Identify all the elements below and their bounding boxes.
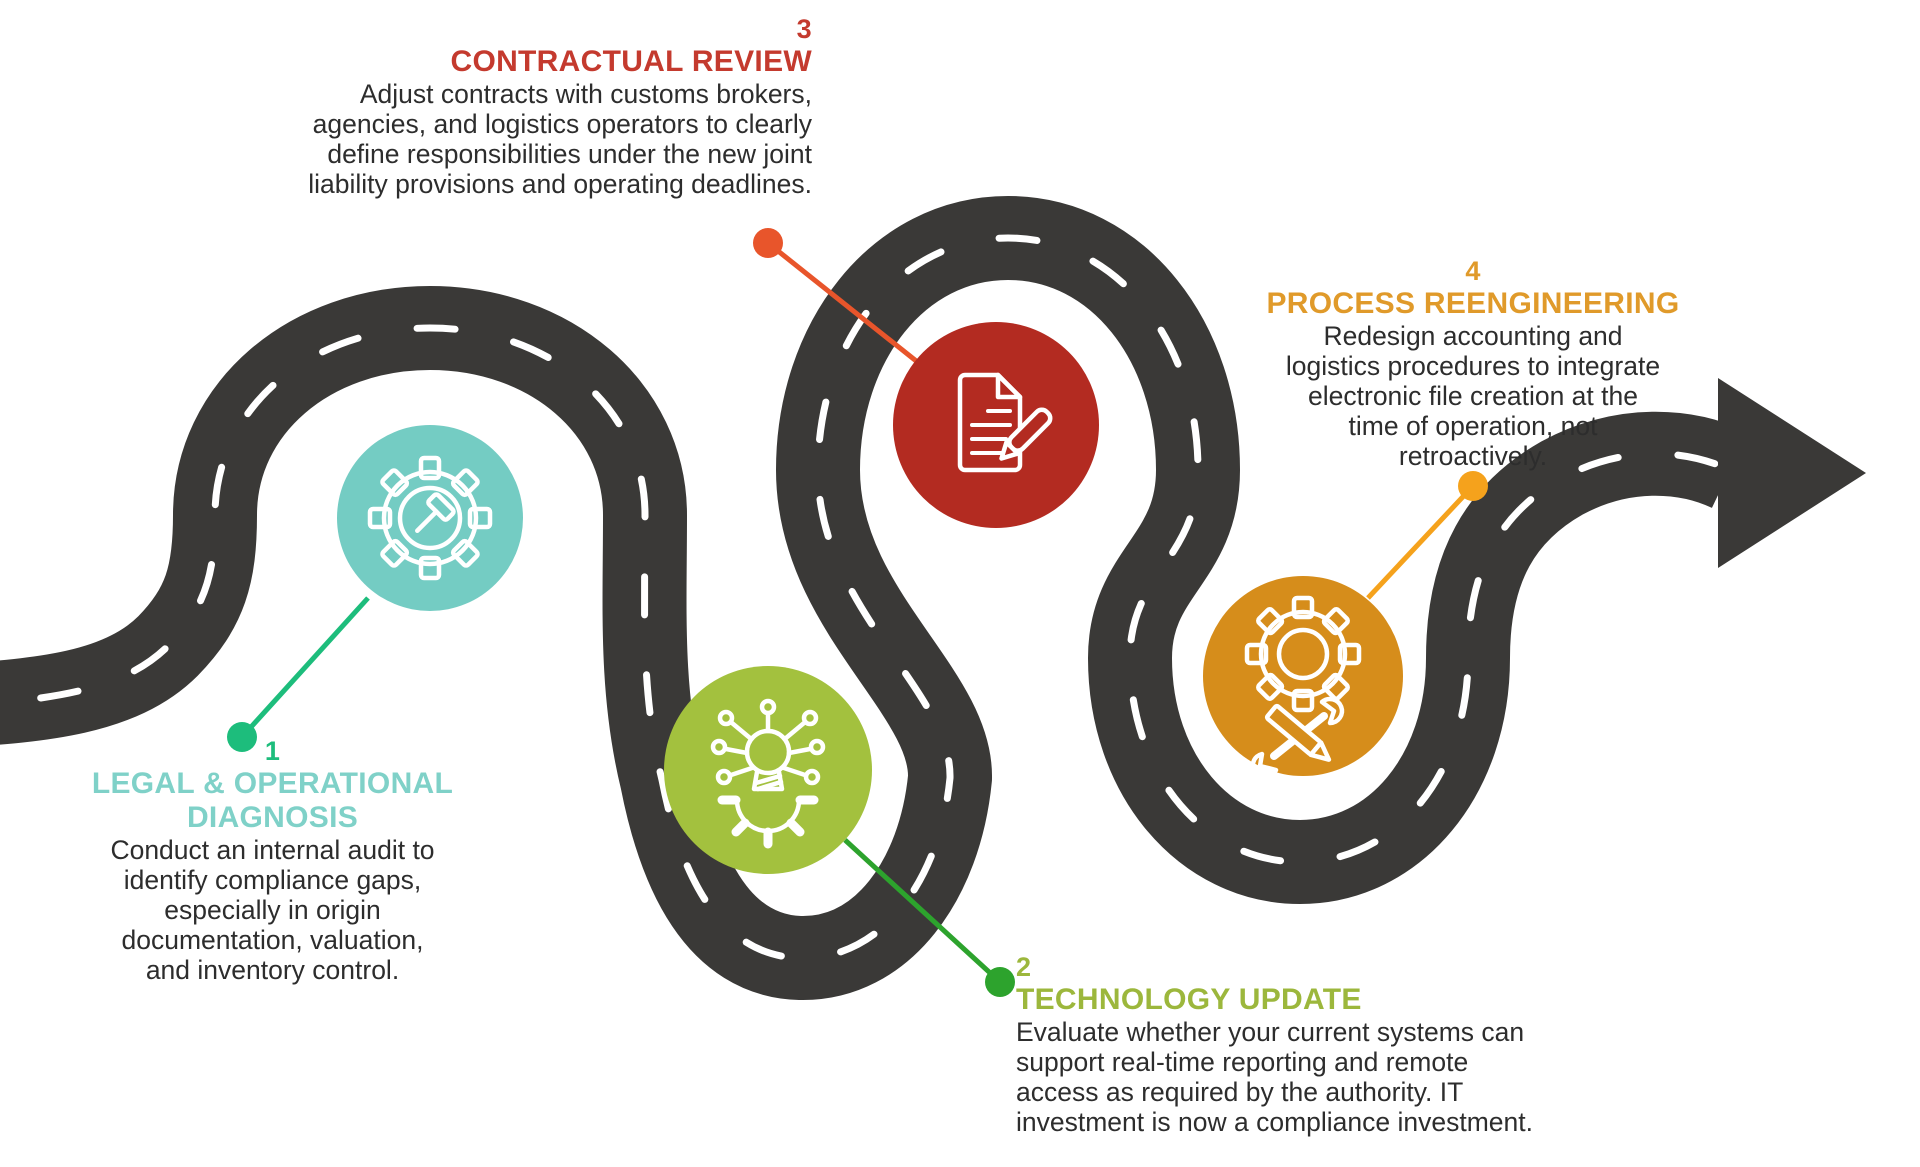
gear-gavel-icon [367,455,493,581]
step4-description: Redesign accounting and logistics proced… [1285,321,1661,471]
step3-text-block: 3 CONTRACTUAL REVIEW Adjust contracts wi… [152,14,812,199]
gear-ring [381,469,479,567]
pencil-glyph [1264,703,1332,762]
step3-description: Adjust contracts with customs brokers, a… [308,79,812,199]
road-arrowhead-icon [1718,378,1866,568]
step1-connector [227,596,370,752]
step3-title: CONTRACTUAL REVIEW [450,45,812,78]
step3-number: 3 [796,14,812,44]
step1-description: Conduct an internal audit to identify co… [110,835,435,985]
circuit-branches [710,698,826,786]
step3-milestone [893,322,1099,528]
step4-text-block: 4 PROCESS REENGINEERING Redesign account… [1258,256,1688,471]
step4-number: 4 [1465,256,1481,286]
document-sheet [957,372,1023,473]
gear-inner-circle [397,485,463,551]
step1-text-block: 1 LEGAL & OPERATIONAL DIAGNOSIS Conduct … [50,736,495,985]
road-center-dashes [0,234,1734,962]
pen-glyph [999,407,1053,461]
step4-connector [1366,471,1488,600]
step2-milestone [664,666,872,874]
step2-connector-dot [985,967,1015,997]
gear-inner-circle [1276,627,1330,681]
step4-milestone [1203,576,1403,780]
step2-number: 2 [1016,952,1032,982]
step3-connector-line [766,241,927,370]
half-gear [717,795,819,849]
step2-connector-line [843,838,1002,984]
step2-description: Evaluate whether your current systems ca… [1016,1017,1533,1137]
document-pen-icon [957,372,1053,473]
step4-connector-line [1366,484,1475,600]
step3-connector-dot [753,228,783,258]
step2-title: TECHNOLOGY UPDATE [1016,983,1362,1016]
gear-tools-icon [1244,595,1362,780]
step1-milestone [337,425,523,611]
step1-title: LEGAL & OPERATIONAL DIAGNOSIS [91,767,454,834]
gear-ring [1258,609,1348,699]
step2-connector [843,838,1015,997]
step1-connector-line [240,596,370,739]
innovation-bulb-icon [710,698,826,849]
step4-title: PROCESS REENGINEERING [1266,287,1680,320]
step3-connector [753,228,927,370]
winding-road [0,195,1866,1000]
step1-connector-dot [227,722,257,752]
gavel-glyph [415,492,456,533]
step1-number: 1 [264,736,281,766]
document-lines [970,409,1012,455]
step2-text-block: 2 TECHNOLOGY UPDATE Evaluate whether you… [1016,952,1636,1137]
step4-connector-dot [1458,471,1488,501]
step2-circle [664,666,872,874]
document-fold [995,372,1023,400]
